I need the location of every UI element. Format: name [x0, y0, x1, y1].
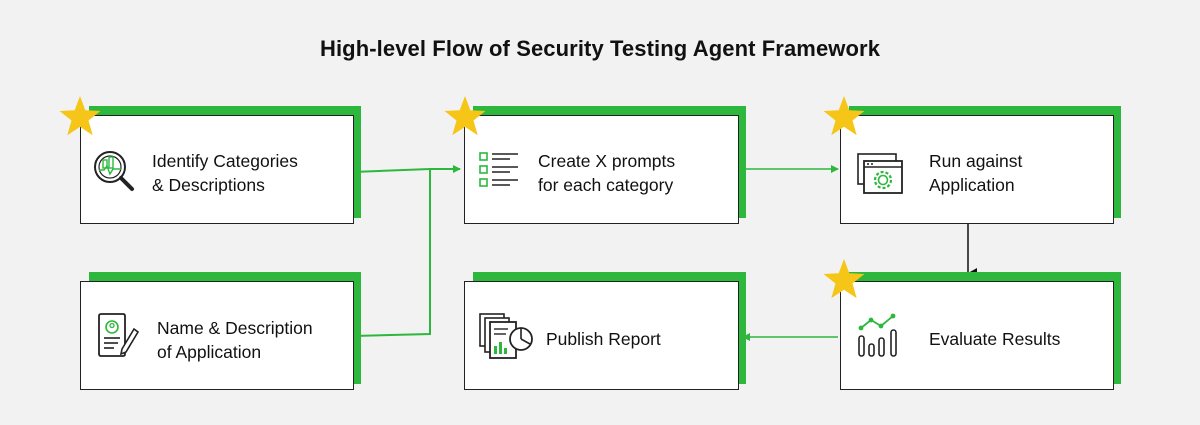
node-label-line2: of Application [157, 342, 262, 362]
star-icon [59, 96, 101, 136]
report-pie-chart-icon [479, 313, 533, 359]
browser-gear-icon [857, 153, 903, 194]
node-label-line1: Identify Categories [152, 151, 298, 171]
connector-identify-to-create [352, 165, 461, 173]
node-label-line1: Evaluate Results [929, 329, 1061, 349]
node-label-line2: & Descriptions [152, 175, 265, 195]
star-icon [823, 259, 865, 299]
node-label-line1: Run against [929, 151, 1023, 171]
checklist-icon [479, 152, 518, 187]
node-label-line2: for each category [538, 175, 674, 195]
node-label-line2: Application [929, 175, 1015, 195]
node-label-line1: Publish Report [546, 329, 661, 349]
node-label-line1: Name & Description [157, 318, 313, 338]
bar-trend-chart-icon [858, 313, 897, 357]
connector-name-to-create [352, 169, 431, 337]
star-icon [823, 96, 865, 136]
star-icon [444, 96, 486, 136]
profile-document-pen-icon [98, 313, 140, 357]
node-label-line1: Create X prompts [538, 151, 676, 171]
magnifier-chart-icon [94, 151, 134, 191]
diagram-title: High-level Flow of Security Testing Agen… [319, 36, 881, 61]
